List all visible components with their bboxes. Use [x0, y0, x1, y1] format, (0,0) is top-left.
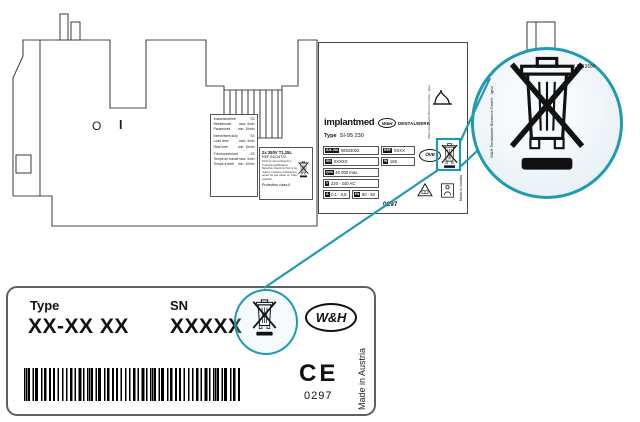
protection-class-text: Protection class II: [262, 183, 291, 187]
sn-value: XXXXX: [170, 315, 243, 338]
type-heading: Type: [30, 298, 60, 313]
wh-logo-icon: W&H: [378, 118, 396, 128]
wh-logo-text: W&H: [381, 120, 393, 126]
weee-bin-icon: [252, 299, 277, 337]
manufacturer-address-zoom: W&H Dentalwerk Bürmoos GmbH · Ignaz-Glas…: [489, 86, 494, 158]
ce-number: 0297: [304, 390, 333, 402]
weee-bin-icon: [441, 143, 458, 169]
barcode: [24, 368, 242, 401]
power-off-symbol: O: [92, 119, 102, 133]
holder-icon: [433, 89, 452, 105]
ove-cert-mark: ÖVE: [419, 149, 441, 162]
weee-bin-icon: [298, 161, 309, 178]
type-value: SI-95 230: [339, 133, 364, 139]
ce-number: 0297: [383, 201, 398, 208]
device-label-card: Type SN XX-XX XX XXXXX W&H CE 0297 Made …: [6, 286, 376, 416]
fuse-label: 2x 250V T1,25L REF 04214722 Nicht für de…: [259, 147, 313, 200]
dentalwerk-text: DENTALWERK: [398, 121, 430, 126]
ce-mark: CE: [299, 360, 339, 387]
fuse-ref: REF 04214722: [262, 155, 287, 159]
type-label: Type: [324, 133, 337, 139]
fuse-rating: 2x 250V T1,25L: [262, 150, 293, 155]
manufacturer-address: W&H Dentalwerk Bürmoos GmbH · Ignaz-Glas…: [427, 85, 431, 139]
weee-bin-icon-large: [508, 56, 586, 174]
sn-heading: SN: [170, 298, 189, 313]
power-on-symbol: I: [119, 118, 123, 132]
wh-logo-icon: W&H: [305, 303, 357, 332]
warning-triangle-icon: [417, 183, 433, 197]
wh-logo-text: W&H: [315, 310, 347, 325]
type-value: XX-XX XX: [28, 315, 129, 338]
applied-part-person-icon: [441, 183, 454, 198]
brand-text: implantmed: [324, 117, 375, 128]
made-in-austria-text: Made in Austria: [459, 174, 463, 201]
fuse-note: Nicht für den Gebrauch in explosionsgefä…: [262, 160, 298, 181]
approval-number: LR 13684: [574, 64, 596, 70]
made-in-austria-text: Made in Austria: [357, 347, 367, 410]
